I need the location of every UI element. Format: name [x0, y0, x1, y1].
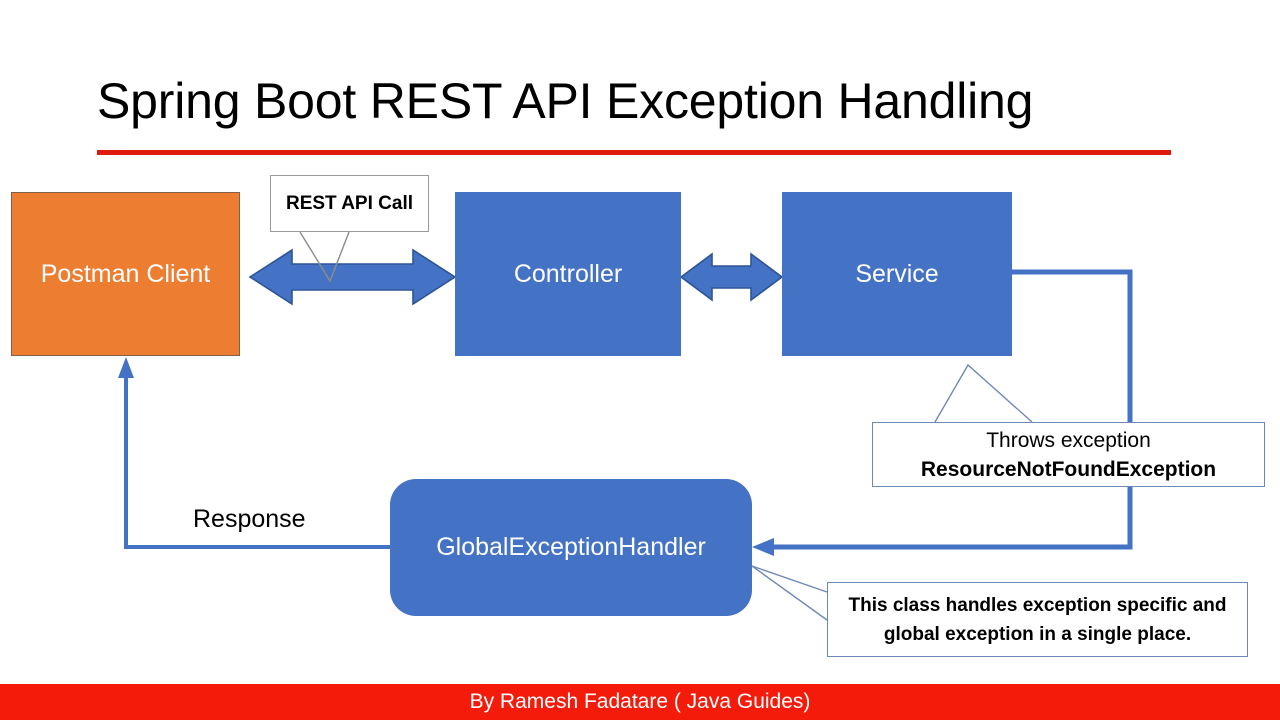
node-service-label: Service: [855, 259, 939, 288]
node-controller[interactable]: Controller: [455, 192, 681, 356]
callout-tail-rest-api-call: [299, 231, 350, 283]
node-global-exception-handler-label: GlobalExceptionHandler: [436, 533, 706, 561]
callout-tail-global-note: [751, 565, 828, 621]
footer-credit-text: By Ramesh Fadatare ( Java Guides): [469, 690, 811, 713]
node-postman-client-label: Postman Client: [40, 259, 211, 288]
callout-global-handler-note: This class handles exception specific an…: [827, 582, 1248, 657]
callout-throws-exception-line1: Throws exception: [986, 428, 1151, 452]
callout-rest-api-call-text: REST API Call: [285, 192, 414, 214]
callout-global-handler-note-line1: This class handles exception specific an…: [848, 594, 1227, 616]
callout-throws-exception-line2: ResourceNotFoundException: [920, 457, 1217, 481]
node-service[interactable]: Service: [782, 192, 1012, 356]
title-underline-rule: [97, 150, 1171, 155]
edge-label-response: Response: [193, 505, 306, 533]
callout-throws-exception: Throws exception ResourceNotFoundExcepti…: [872, 422, 1265, 487]
page-title: Spring Boot REST API Exception Handling: [97, 73, 1034, 129]
callout-tail-throws-exception: [934, 363, 1033, 423]
node-global-exception-handler[interactable]: GlobalExceptionHandler: [390, 479, 752, 616]
arrow-controller-service: [679, 252, 784, 302]
footer-bar: By Ramesh Fadatare ( Java Guides): [0, 684, 1280, 720]
callout-rest-api-call: REST API Call: [270, 175, 429, 232]
callout-global-handler-note-line2: global exception in a single place.: [883, 623, 1192, 645]
node-postman-client[interactable]: Postman Client: [11, 192, 240, 356]
arrow-postman-controller: [248, 248, 457, 306]
node-controller-label: Controller: [513, 259, 623, 288]
